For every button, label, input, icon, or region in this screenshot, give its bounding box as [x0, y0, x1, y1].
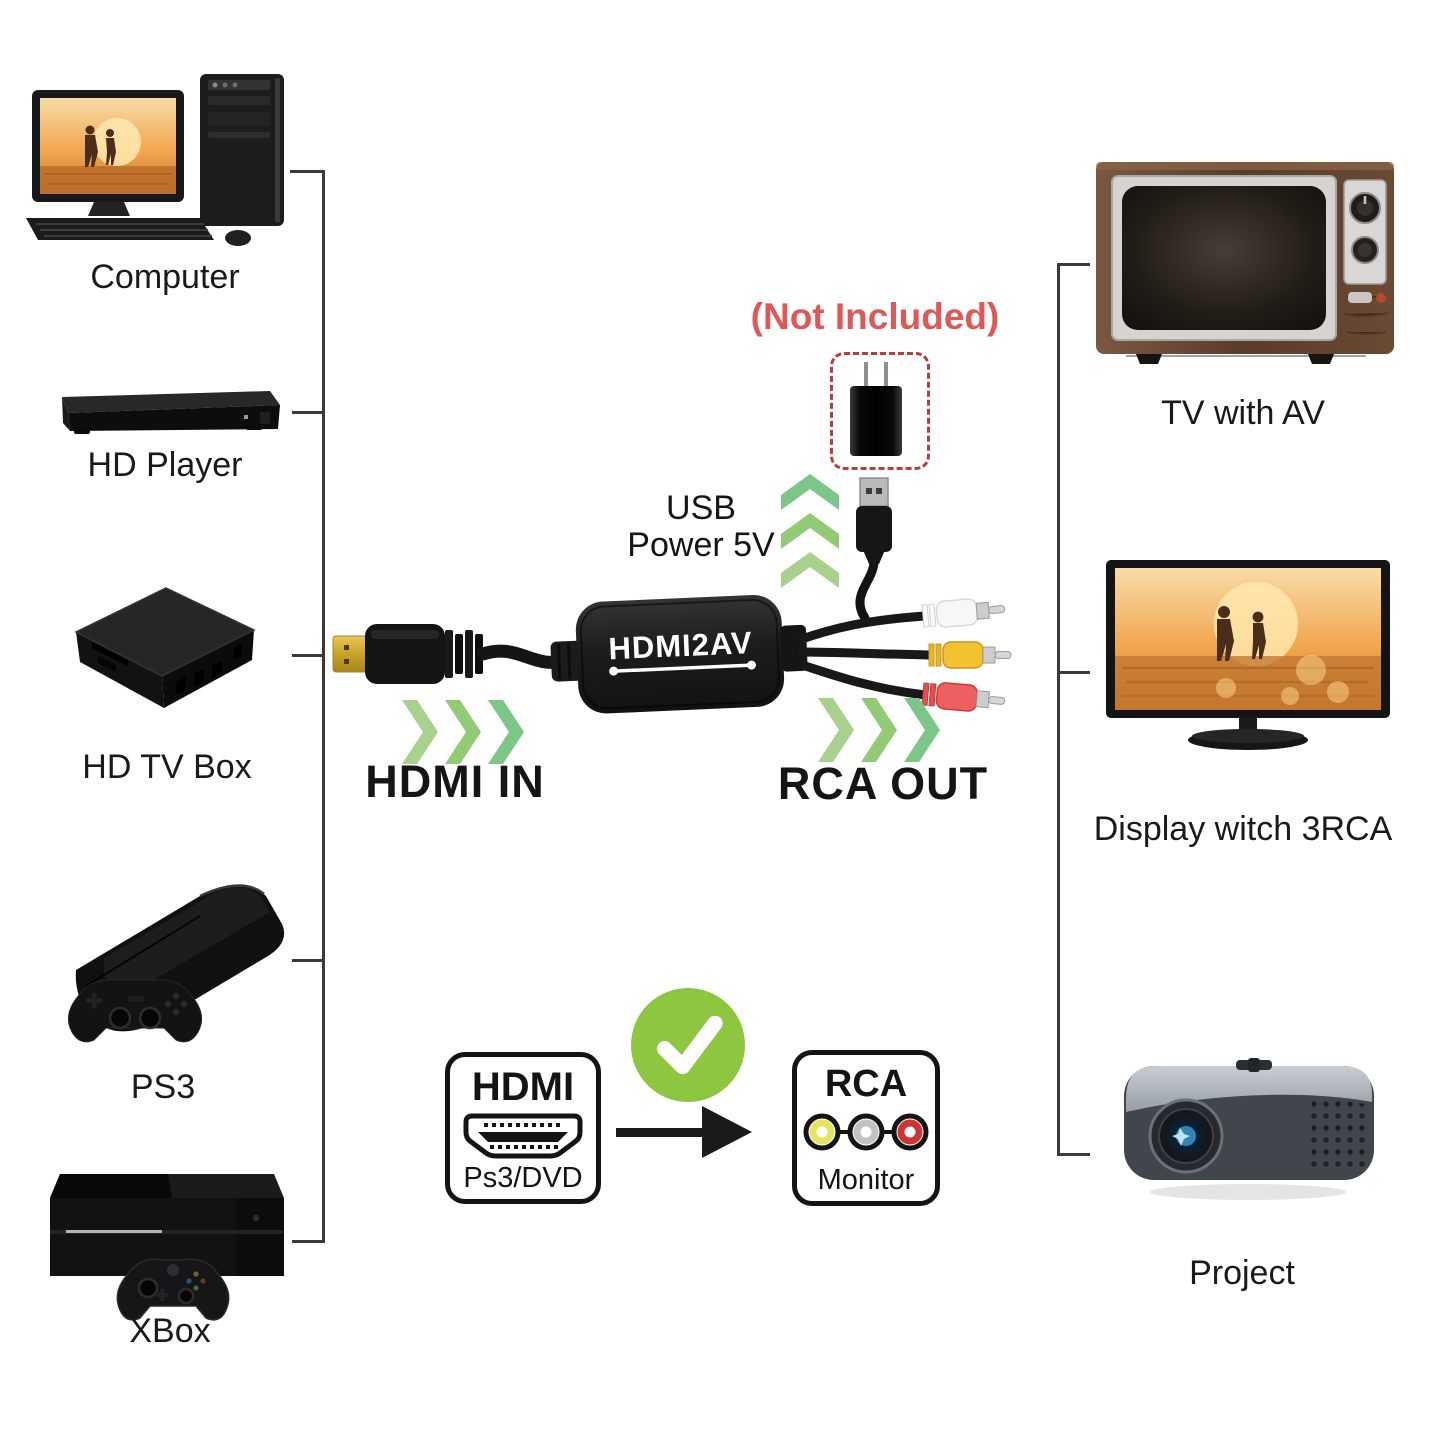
chevron-up-3: [781, 552, 839, 588]
rca-plug-red-icon: [921, 682, 1006, 712]
rca-jacks-icon: [803, 1113, 929, 1151]
check-icon: [656, 1015, 723, 1075]
usb-power-adapter-outline: [830, 352, 930, 470]
usb-power-label-line2: Power 5V: [627, 526, 775, 564]
rca-legend-box: RCA Monitor: [792, 1050, 940, 1206]
chevron-right-2: [445, 700, 481, 764]
hdmi-in-label: HDMI IN: [365, 756, 545, 807]
usb-power-label: USB Power 5V: [606, 490, 796, 564]
usb-up-chevrons-icon: [781, 474, 839, 588]
left-bracket-vertical: [322, 170, 325, 1243]
right-bracket-stub-tv: [1057, 263, 1090, 266]
label-xbox: XBox: [129, 1312, 211, 1350]
xbox-controller: [116, 1258, 230, 1321]
screen-figures: [1217, 606, 1266, 661]
hdmi-legend-title: HDMI: [471, 1065, 575, 1109]
hdmi-connector-icon: [463, 1113, 583, 1159]
label-ps3: PS3: [130, 1068, 196, 1106]
usb-a-plug-icon: [856, 477, 892, 564]
left-bracket-stub-hd-player: [292, 411, 325, 414]
check-badge: [631, 988, 745, 1102]
ps3-controller: [67, 979, 203, 1043]
display-3rca-icon: [1106, 560, 1390, 750]
hdmi-legend-box: HDMI Ps3/DVD: [445, 1052, 601, 1204]
adapter-prong-left: [864, 362, 868, 388]
chevron-right-1: [402, 700, 438, 764]
converter-print-label: HDMI2AV: [608, 625, 754, 666]
tv-with-av-icon: [1096, 162, 1394, 364]
hd-player-icon: [62, 391, 280, 434]
chevron-right-3: [904, 698, 940, 762]
bokeh: [1216, 655, 1349, 705]
chevron-right-1: [818, 698, 854, 762]
chevron-right-3: [488, 700, 524, 764]
hdmi-plug-icon: [332, 624, 483, 684]
rca-out-chevrons-icon: [818, 698, 940, 762]
conversion-arrow-icon: [616, 1106, 752, 1158]
rca-out-label: RCA OUT: [777, 758, 989, 809]
converter-body: HDMI2AV: [550, 594, 808, 714]
hdmi-in-chevrons-icon: [402, 700, 524, 764]
label-hd-tv-box: HD TV Box: [82, 748, 252, 786]
right-bracket-stub-display: [1059, 671, 1090, 674]
not-included-note: (Not Included): [750, 296, 1000, 337]
hd-tv-box-icon: [74, 587, 256, 708]
adapter-prong-right: [884, 362, 888, 388]
screen-figures: [85, 125, 116, 167]
label-projector: Project: [1189, 1254, 1295, 1292]
hdmi2av-converter-cable: HDMI2AV: [332, 477, 1012, 714]
label-tv-with-av: TV with AV: [1161, 394, 1325, 432]
chevron-up-1: [781, 474, 839, 510]
chevron-up-2: [781, 513, 839, 549]
rca-legend-title: RCA: [824, 1063, 908, 1105]
xbox-icon: [50, 1174, 284, 1321]
label-hd-player: HD Player: [87, 446, 243, 484]
usb-power-label-line1: USB: [666, 489, 736, 527]
ps3-icon: [67, 884, 285, 1043]
left-bracket-stub-hd-tv-box: [292, 654, 325, 657]
left-bracket-stub-computer: [290, 170, 325, 173]
left-bracket-stub-ps3: [292, 959, 325, 962]
left-bracket-stub-xbox: [292, 1240, 325, 1243]
label-computer: Computer: [90, 258, 240, 296]
rca-plug-white-icon: [921, 598, 1006, 628]
usb-power-adapter-icon: [850, 386, 902, 456]
projector-icon: [1124, 1058, 1374, 1200]
chevron-right-2: [861, 698, 897, 762]
computer-icon: [26, 74, 284, 246]
label-display-3rca: Display witch 3RCA: [1093, 810, 1393, 848]
hdmi-legend-subtitle: Ps3/DVD: [463, 1162, 583, 1194]
right-bracket-vertical: [1057, 263, 1060, 1156]
rca-plug-yellow-icon: [928, 641, 1012, 669]
right-bracket-stub-projector: [1057, 1153, 1090, 1156]
rca-legend-subtitle: Monitor: [817, 1164, 915, 1196]
